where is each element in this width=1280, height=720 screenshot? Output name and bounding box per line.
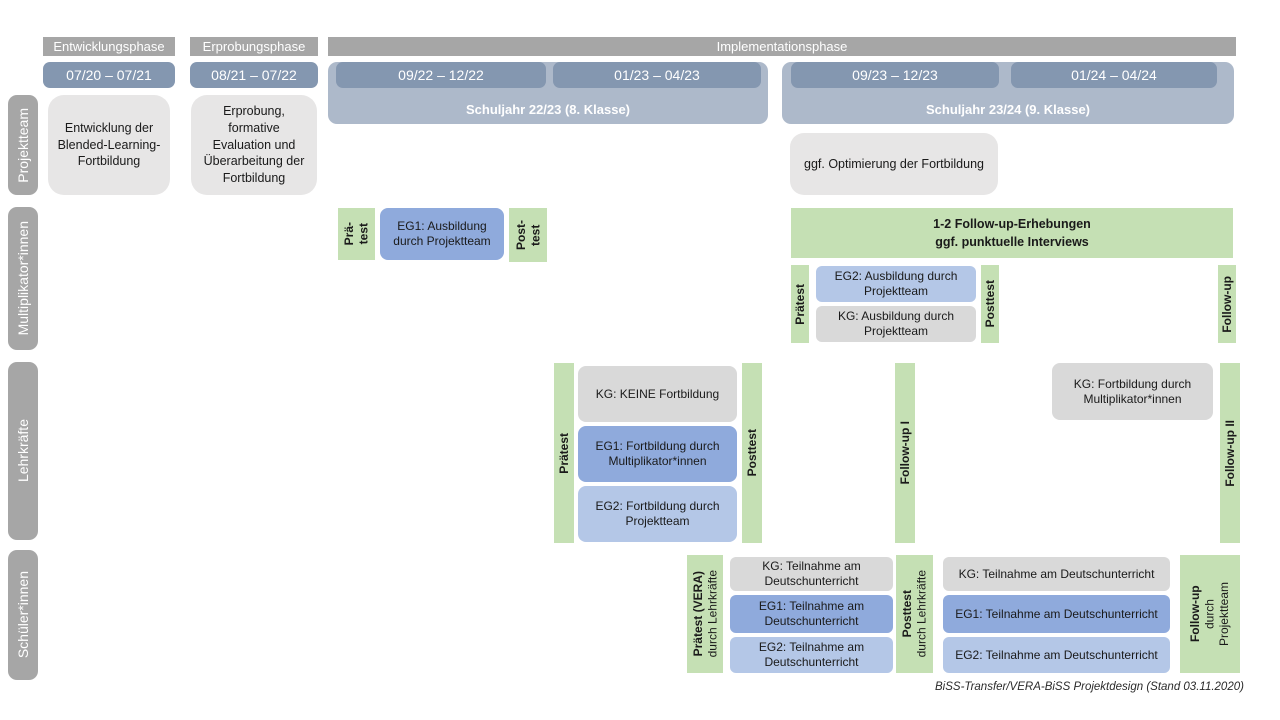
box-text: KG: KEINE Fortbildung [595,386,720,401]
row-label-multiplikatoren: Multiplikator*innen [8,207,38,350]
phase-header-erprobung: Erprobungsphase [190,37,318,56]
row-label-text: Lehrkräfte [14,419,31,483]
box-eg2-fortbildung: EG2: Fortbildung durch Projektteam [578,486,737,542]
strip-text: Posttest durch Lehrkräfte [900,570,929,657]
strip-text: Follow-up durch Projektteam [1188,582,1231,646]
box-eg1-ausbildung: EG1: Ausbildung durch Projektteam [380,208,504,260]
row-label-schueler: Schüler*innen [8,550,38,680]
school-year-label: Schuljahr 22/23 (8. Klasse) [465,102,631,117]
date-bar-07-20: 07/20 – 07/21 [43,62,175,88]
strip-line: Posttest [900,590,915,638]
strip-line: Projektteam [1217,581,1232,647]
box-text: Erprobung, formative Evaluation und Über… [203,103,305,186]
box-eg1-teilnahme-2: EG1: Teilnahme am Deutschunterricht [943,595,1170,633]
box-optimierung-fortbildung: ggf. Optimierung der Fortbildung [790,133,998,195]
box-text-line: 1-2 Follow-up-Erhebungen [933,216,1091,231]
date-bar-09-23: 09/23 – 12/23 [791,62,999,88]
strip-text: Posttest [744,429,759,477]
box-eg1-teilnahme-1: EG1: Teilnahme am Deutschunterricht [730,595,893,633]
box-text: ggf. Optimierung der Fortbildung [804,156,984,171]
box-text: EG2: Fortbildung durch Projektteam [595,499,720,528]
box-eg2-teilnahme-1: EG2: Teilnahme am Deutschunterricht [730,637,893,673]
box-followup-erhebungen: 1-2 Follow-up-Erhebungen ggf. punktuelle… [791,208,1233,258]
row-label-projektteam: Projektteam [8,95,38,195]
box-kg-ausbildung: KG: Ausbildung durch Projektteam [816,306,976,342]
phase-header-label: Implementationsphase [716,39,848,54]
box-text: EG2: Ausbildung durch Projektteam [834,269,958,298]
date-label: 09/22 – 12/22 [398,67,484,83]
box-eg2-teilnahme-2: EG2: Teilnahme am Deutschunterricht [943,637,1170,673]
row-label-text: Multiplikator*innen [14,221,31,336]
strip-line: Follow-up [1188,585,1203,643]
date-bar-01-23: 01/23 – 04/23 [553,62,761,88]
box-eg2-ausbildung: EG2: Ausbildung durch Projektteam [816,266,976,302]
box-kg-teilnahme-2: KG: Teilnahme am Deutschunterricht [943,557,1170,591]
strip-posttest-multiplikatoren: Post- test [509,208,547,262]
strip-followup-schueler: Follow-up durch Projektteam [1180,555,1240,673]
strip-text: Follow-up I [897,421,912,485]
box-text: EG2: Teilnahme am Deutschunterricht [758,640,865,669]
strip-line: test [356,223,371,245]
strip-line: test [528,224,542,246]
strip-text: Posttest [982,280,997,328]
date-bar-01-24: 01/24 – 04/24 [1011,62,1217,88]
strip-posttest-lehrkraefte: Posttest [742,363,762,543]
box-entwicklung-fortbildung: Entwicklung der Blended-Learning-Fortbil… [48,95,170,195]
box-text: EG1: Ausbildung durch Projektteam [393,219,491,248]
box-text: EG1: Teilnahme am Deutschunterricht [758,599,865,628]
box-text: EG1: Fortbildung durch Multiplikator*inn… [595,439,720,468]
box-text: KG: Ausbildung durch Projektteam [837,309,955,338]
date-label: 01/24 – 04/24 [1071,67,1157,83]
strip-praetest-lehrkraefte: Prätest [554,363,574,543]
strip-line: Prä- [342,222,357,246]
box-eg1-fortbildung: EG1: Fortbildung durch Multiplikator*inn… [578,426,737,482]
strip-followup-multiplikatoren: Follow-up [1218,265,1236,343]
phase-header-label: Erprobungsphase [202,39,306,54]
phase-header-entwicklung: Entwicklungsphase [43,37,175,56]
strip-line: durch Lehrkräfte [705,570,719,658]
strip-text: Prätest (VERA) durch Lehrkräfte [691,570,720,657]
strip-text: Prätest [792,283,807,325]
box-kg-keine-fortbildung: KG: KEINE Fortbildung [578,366,737,422]
strip-text: Prä- test [342,222,371,245]
date-label: 01/23 – 04/23 [614,67,700,83]
strip-text: Prätest [556,432,571,474]
box-text: Entwicklung der Blended-Learning-Fortbil… [57,120,161,169]
strip-line: Prätest (VERA) [690,571,705,657]
date-bar-08-21: 08/21 – 07/22 [190,62,318,88]
diagram-caption: BiSS-Transfer/VERA-BiSS Projektdesign (S… [935,681,1244,693]
row-label-lehrkraefte: Lehrkräfte [8,362,38,540]
box-kg-teilnahme-1: KG: Teilnahme am Deutschunterricht [730,557,893,591]
strip-text: Post- test [514,220,543,250]
box-text: EG2: Teilnahme am Deutschunterricht [955,647,1158,662]
phase-header-label: Entwicklungsphase [53,39,165,54]
strip-praetest-vera-schueler: Prätest (VERA) durch Lehrkräfte [687,555,723,673]
date-label: 07/20 – 07/21 [66,67,152,83]
strip-line: Post- [513,220,528,250]
strip-praetest2-multiplikatoren: Prätest [791,265,809,343]
box-text: KG: Fortbildung durch Multiplikator*inne… [1073,376,1192,406]
row-label-text: Schüler*innen [14,571,31,659]
strip-followup2-lehrkraefte: Follow-up II [1220,363,1240,543]
box-kg-fortbildung-multiplikatoren: KG: Fortbildung durch Multiplikator*inne… [1052,363,1213,420]
strip-text: Follow-up [1219,275,1234,333]
school-year-label: Schuljahr 23/24 (9. Klasse) [925,102,1091,117]
strip-praetest-multiplikatoren: Prä- test [338,208,375,260]
box-text-line: ggf. punktuelle Interviews [935,235,1089,249]
date-label: 08/21 – 07/22 [211,67,297,83]
strip-followup1-lehrkraefte: Follow-up I [895,363,915,543]
phase-header-implementation: Implementationsphase [328,37,1236,56]
box-text: EG1: Teilnahme am Deutschunterricht [955,606,1158,621]
strip-line: durch Lehrkräfte [914,570,929,658]
strip-line: durch [1202,598,1217,630]
strip-posttest2-multiplikatoren: Posttest [981,265,999,343]
strip-posttest-schueler: Posttest durch Lehrkräfte [896,555,933,673]
box-text: KG: Teilnahme am Deutschunterricht [762,559,861,588]
row-label-text: Projektteam [14,107,31,183]
date-label: 09/23 – 12/23 [852,67,938,83]
box-erprobung-evaluation: Erprobung, formative Evaluation und Über… [191,95,317,195]
box-text: KG: Teilnahme am Deutschunterricht [958,566,1155,581]
date-bar-09-22: 09/22 – 12/22 [336,62,546,88]
strip-text: Follow-up II [1222,419,1237,487]
